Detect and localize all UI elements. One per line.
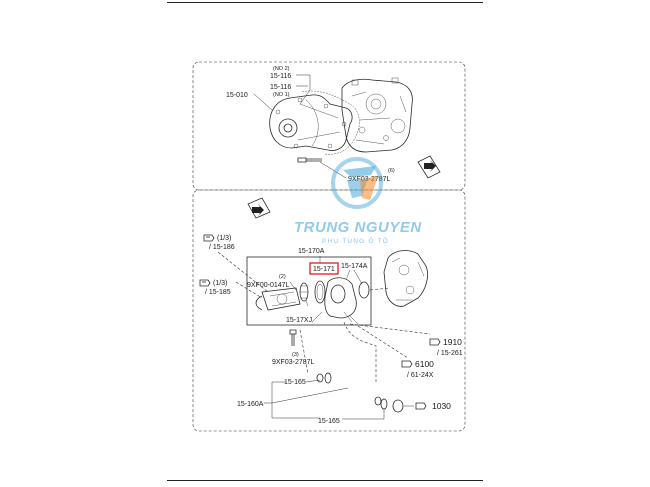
dash-ref-186: [217, 251, 269, 293]
label-ref-61-24x: / 61-24X: [407, 372, 434, 379]
thermostat-gasket: [314, 280, 326, 304]
label-15-165-b: 15-165: [318, 418, 340, 425]
thermostat-group-box: [246, 256, 372, 326]
label-qty3: (3): [292, 352, 299, 358]
label-15-174a: 15-174A: [341, 263, 368, 270]
label-15-165-a: 15-165: [284, 379, 306, 386]
label-ref-15-186: / 15-186: [209, 244, 235, 251]
label-15-170a: 15-170A: [298, 248, 325, 255]
lower-section-frame: [192, 189, 466, 432]
dash-ref-1910: [349, 323, 431, 335]
dash-ref-6100: [357, 325, 409, 359]
front-direction-arrow-icon: [417, 155, 441, 179]
label-15-160a: 15-160A: [237, 401, 264, 408]
water-outlet-housing: [324, 269, 359, 325]
label-15-116-a: 15-116: [270, 73, 291, 80]
label-no2: (NO 2): [273, 66, 290, 72]
trung-nguyen-logo: [331, 157, 383, 209]
water-hose: [316, 373, 382, 406]
thermostat-leader-lines: [289, 256, 363, 323]
label-ref-15-185-qty: (1/3): [213, 280, 227, 287]
ref-icon-1910: [429, 338, 441, 346]
ref-icon-6100: [401, 360, 413, 368]
label-no1: (NO 1): [273, 92, 290, 98]
hose-o-ring: [392, 399, 404, 413]
thermostat-housing: [255, 287, 301, 311]
label-9xf03-2787l-lower: 9XF03-2787L: [272, 359, 315, 366]
engine-block-upper: [341, 77, 413, 153]
label-ref-1910: 1910: [443, 337, 462, 347]
thermostat: [299, 282, 309, 307]
label-9xf00-0147l: 9XF00-0147L: [247, 282, 290, 289]
label-qty2: (2): [279, 274, 286, 280]
label-ref-15-186-qty: (1/3): [217, 235, 231, 242]
upper-section-frame: [192, 61, 466, 191]
dash-hose: [343, 321, 377, 384]
bolt-leader-line: [319, 161, 347, 179]
label-ref-1030: 1030: [432, 401, 451, 411]
watermark-subtitle: PHỤ TÙNG Ô TÔ: [322, 236, 389, 245]
label-ref-15-185: / 15-185: [205, 289, 231, 296]
ref-icon-15-186: [203, 234, 215, 242]
label-15-010: 15-010: [226, 92, 248, 99]
water-pump-assembly: [269, 90, 360, 163]
ref-icon-1030: [415, 402, 427, 410]
engine-block-lower: [383, 250, 428, 307]
highlight-15-171-box: [309, 262, 339, 275]
top-border-line: [167, 2, 483, 3]
label-ref-15-261: / 15-261: [437, 350, 463, 357]
dash-hose-left: [299, 329, 309, 375]
dash-ref-185: [235, 281, 263, 299]
label-15-171: 15-171: [313, 266, 335, 273]
label-bolt-qty: (6): [388, 168, 395, 174]
hose-leader-lines: [264, 379, 385, 420]
label-15-17xj: 15-17XJ: [286, 317, 312, 324]
label-15-116-b: 15-116: [270, 84, 291, 91]
dash-engine: [369, 287, 391, 291]
bolt-9xf03-2787l-lower: [289, 329, 297, 346]
label-ref-6100: 6100: [415, 359, 434, 369]
ref-icon-15-185: [199, 279, 211, 287]
o-ring-15-174a: [358, 281, 370, 299]
left-direction-arrow-icon: [247, 197, 271, 219]
bottom-border-line: [167, 480, 483, 481]
upper-leader-lines: [253, 74, 311, 111]
watermark-title: TRUNG NGUYEN: [294, 219, 422, 236]
